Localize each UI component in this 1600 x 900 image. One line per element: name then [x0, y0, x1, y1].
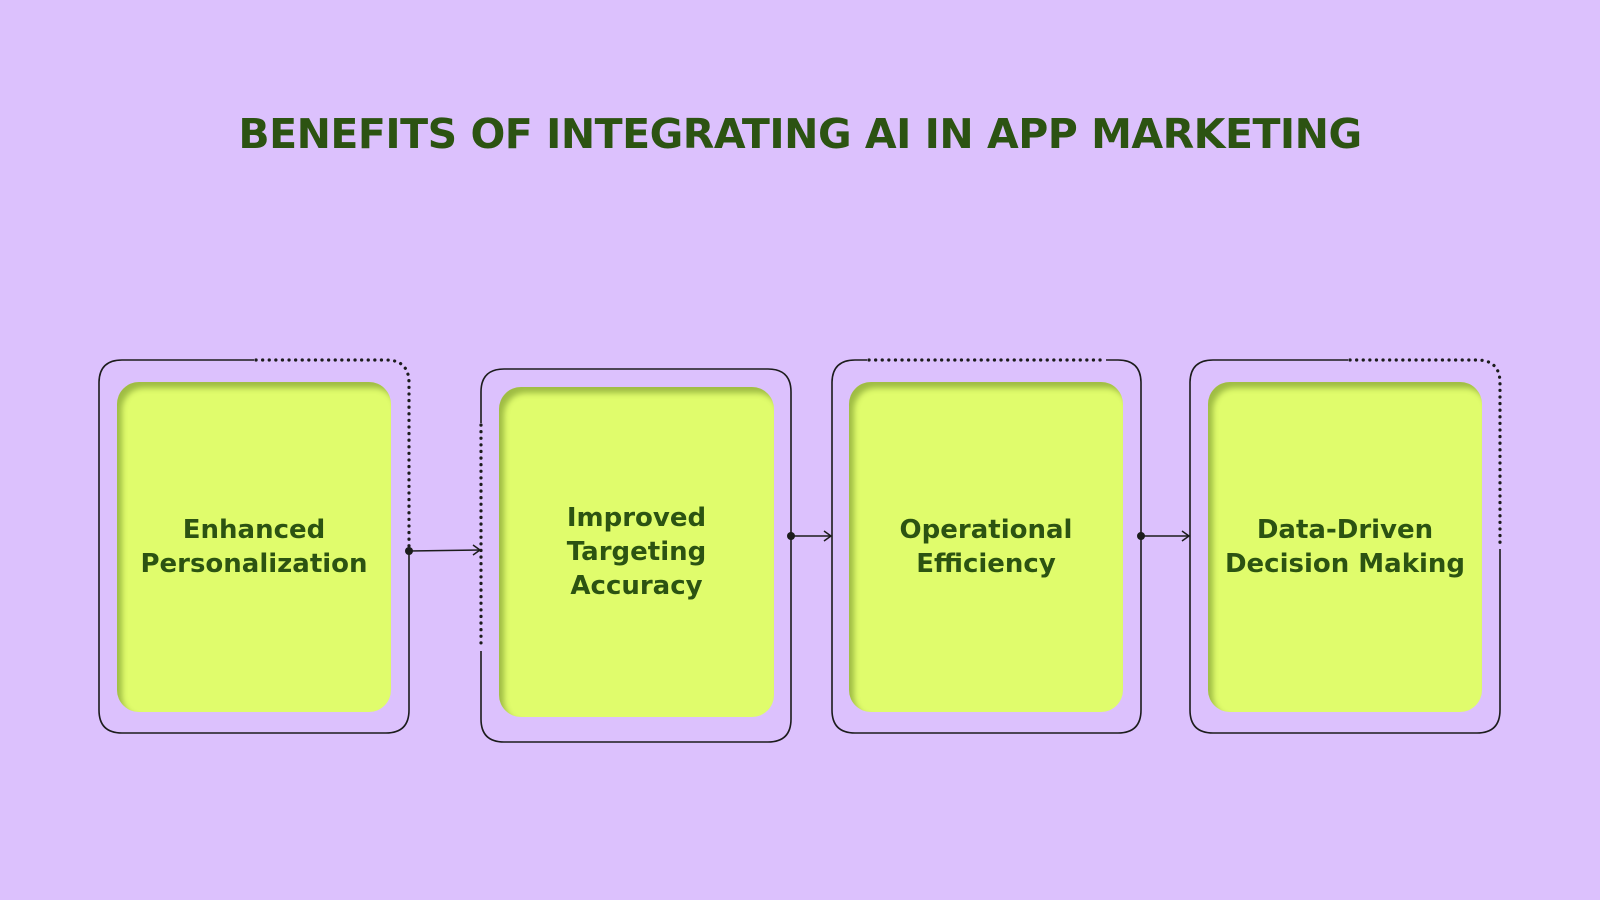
- step-label-3: Operational Efficiency: [899, 515, 1073, 579]
- step-label-2: Improved Targeting Accuracy: [566, 503, 707, 601]
- step-card-4: Data-Driven Decision Making: [1208, 382, 1482, 712]
- arrow-3-to-4: [1137, 530, 1191, 542]
- frame-4-dotted: [1348, 358, 1502, 545]
- frame-3-solid: [831, 359, 1142, 734]
- frame-4-solid: [1189, 359, 1501, 734]
- diagram-title: BENEFITS OF INTEGRATING AI IN APP MARKET…: [238, 110, 1362, 158]
- step-label-1: Enhanced Personalization: [140, 515, 368, 579]
- arrow-1-to-2: [405, 544, 482, 556]
- step-card-3: Operational Efficiency: [849, 382, 1123, 712]
- frame-2-solid: [480, 368, 792, 743]
- step-label-4: Data-Driven Decision Making: [1224, 515, 1466, 579]
- step-card-1: Enhanced Personalization: [117, 382, 391, 712]
- frame-1-solid: [98, 359, 410, 734]
- arrow-2-to-3: [787, 530, 833, 542]
- step-card-2: Improved Targeting Accuracy: [499, 387, 774, 717]
